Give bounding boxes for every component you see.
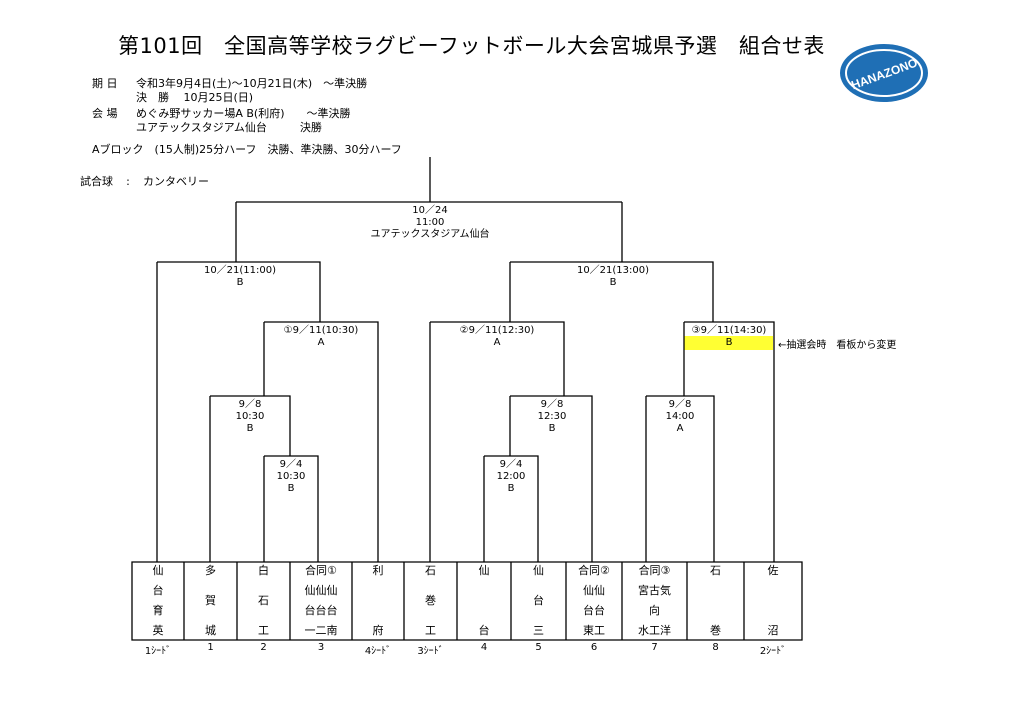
team-cell: 合同② 仙仙台台東工	[566, 562, 622, 640]
venue-label: 会 場	[92, 107, 118, 120]
team-name-line: 仙	[533, 564, 544, 577]
team-name-line: 英	[152, 624, 164, 637]
team-cell: 石巻工	[404, 562, 457, 640]
team-name-line: 府	[372, 624, 384, 637]
team-cell: 合同① 仙仙仙台台台一二南	[290, 562, 352, 640]
team-cell: 利府	[352, 562, 404, 640]
ball-sep: :	[126, 175, 130, 188]
venue-info: 会 場 めぐみ野サッカー場A B(利府) ～準決勝 ユアテックスタジアム仙台 決勝	[92, 107, 350, 135]
venue-line2: ユアテックスタジアム仙台 決勝	[136, 121, 322, 134]
match3-label: ③9／11(14:30)B	[691, 325, 767, 348]
semi-right-label: 10／21(13:00)B	[576, 265, 650, 288]
draw-number: 4ｼｰﾄﾞ	[364, 646, 392, 657]
team-name-line: 育	[152, 604, 164, 617]
team-name-line: 賀	[205, 594, 216, 607]
team-name-line: 佐	[767, 564, 779, 577]
draw-number: 5	[535, 642, 542, 653]
date-line1: 令和3年9月4日(土)～10月21日(木) ～準決勝	[136, 77, 368, 90]
team-name-line: 合同③	[638, 564, 671, 577]
team-name-line: 東工	[583, 624, 605, 637]
team-cell: 仙台	[457, 562, 511, 640]
team-name-line: 仙	[152, 564, 164, 577]
team-cell: 白石工	[237, 562, 290, 640]
team-name-line: 合同①	[305, 564, 337, 577]
team-name-line: 工	[258, 624, 269, 637]
team-name-line: 台	[533, 594, 544, 607]
team-name-line: 多	[205, 564, 216, 577]
team-cell: 石巻	[687, 562, 744, 640]
team-cell: 仙台三	[511, 562, 566, 640]
team-name-line: 台	[478, 624, 490, 637]
team-name-line: 向	[649, 604, 660, 617]
team-name-line: 沼	[767, 624, 779, 637]
team-name-line: 三	[533, 624, 544, 637]
team-name-line: 台	[152, 584, 164, 597]
match2-label: ②9／11(12:30)A	[459, 325, 535, 348]
date-line2: 決 勝 10月25日(日)	[136, 91, 254, 104]
draw-number: 1ｼｰﾄﾞ	[144, 646, 172, 657]
team-name-line: 利	[372, 564, 384, 577]
team-name-line: 工	[425, 624, 436, 637]
team-name-line: 仙仙仙	[304, 584, 338, 597]
hanazono-logo: HANAZONO	[840, 44, 928, 102]
venue-line1: めぐみ野サッカー場A B(利府) ～準決勝	[136, 107, 351, 120]
team-name-line: 水工洋	[638, 624, 671, 637]
ball-value: カンタベリー	[143, 175, 209, 188]
block-info: Aブロック (15人制)25分ハーフ 決勝、準決勝、30分ハーフ	[92, 143, 402, 156]
draw-number: 2	[260, 642, 267, 653]
highlight-box	[684, 336, 773, 350]
team-name-line: 巻	[425, 594, 436, 607]
draw-number: 4	[480, 642, 488, 653]
draw-number: 2ｼｰﾄﾞ	[759, 646, 787, 657]
draw-number: 3	[317, 642, 325, 653]
draw-number: 6	[590, 642, 598, 653]
team-name-line: 仙	[478, 564, 490, 577]
team-name-line: 白	[258, 564, 269, 577]
team-cell: 多賀城	[184, 562, 237, 640]
semi-left-label: 10／21(11:00)B	[203, 265, 277, 288]
ball-label: 試合球	[80, 175, 113, 188]
page-title: 第101回 全国高等学校ラグビーフットボール大会宮城県予選 組合せ表	[118, 34, 825, 58]
draw-number: 1	[207, 642, 214, 653]
draw-number: 3ｼｰﾄﾞ	[417, 646, 444, 657]
team-cell: 合同③ 宮古気向水工洋	[622, 562, 687, 640]
ball-info: 試合球: カンタベリー	[80, 175, 209, 189]
match1-label: ①9／11(10:30)A	[283, 325, 359, 348]
team-name-line: 巻	[710, 624, 721, 637]
team-name-line: 石	[425, 564, 436, 577]
team-cell: 仙台育英	[132, 562, 184, 640]
team-cell: 佐沼	[744, 562, 802, 640]
change-note: ←抽選会時 看板から変更	[778, 340, 897, 351]
date-info: 期 日 令和3年9月4日(土)～10月21日(木) ～準決勝 決 勝 10月25日…	[92, 77, 367, 105]
team-name-line: 仙仙	[583, 584, 605, 597]
team-name-line: 台台	[583, 604, 605, 617]
team-name-line: 石	[710, 564, 721, 577]
draw-number: 8	[712, 642, 719, 653]
team-name-line: 石	[258, 594, 269, 607]
team-name-line: 合同②	[578, 564, 610, 577]
date-label: 期 日	[92, 77, 118, 90]
draw-number: 7	[651, 642, 658, 653]
team-name-line: 宮古気	[638, 584, 671, 597]
team-name-line: 一二南	[304, 624, 338, 637]
team-name-line: 城	[205, 624, 216, 637]
team-name-line: 台台台	[304, 604, 338, 617]
